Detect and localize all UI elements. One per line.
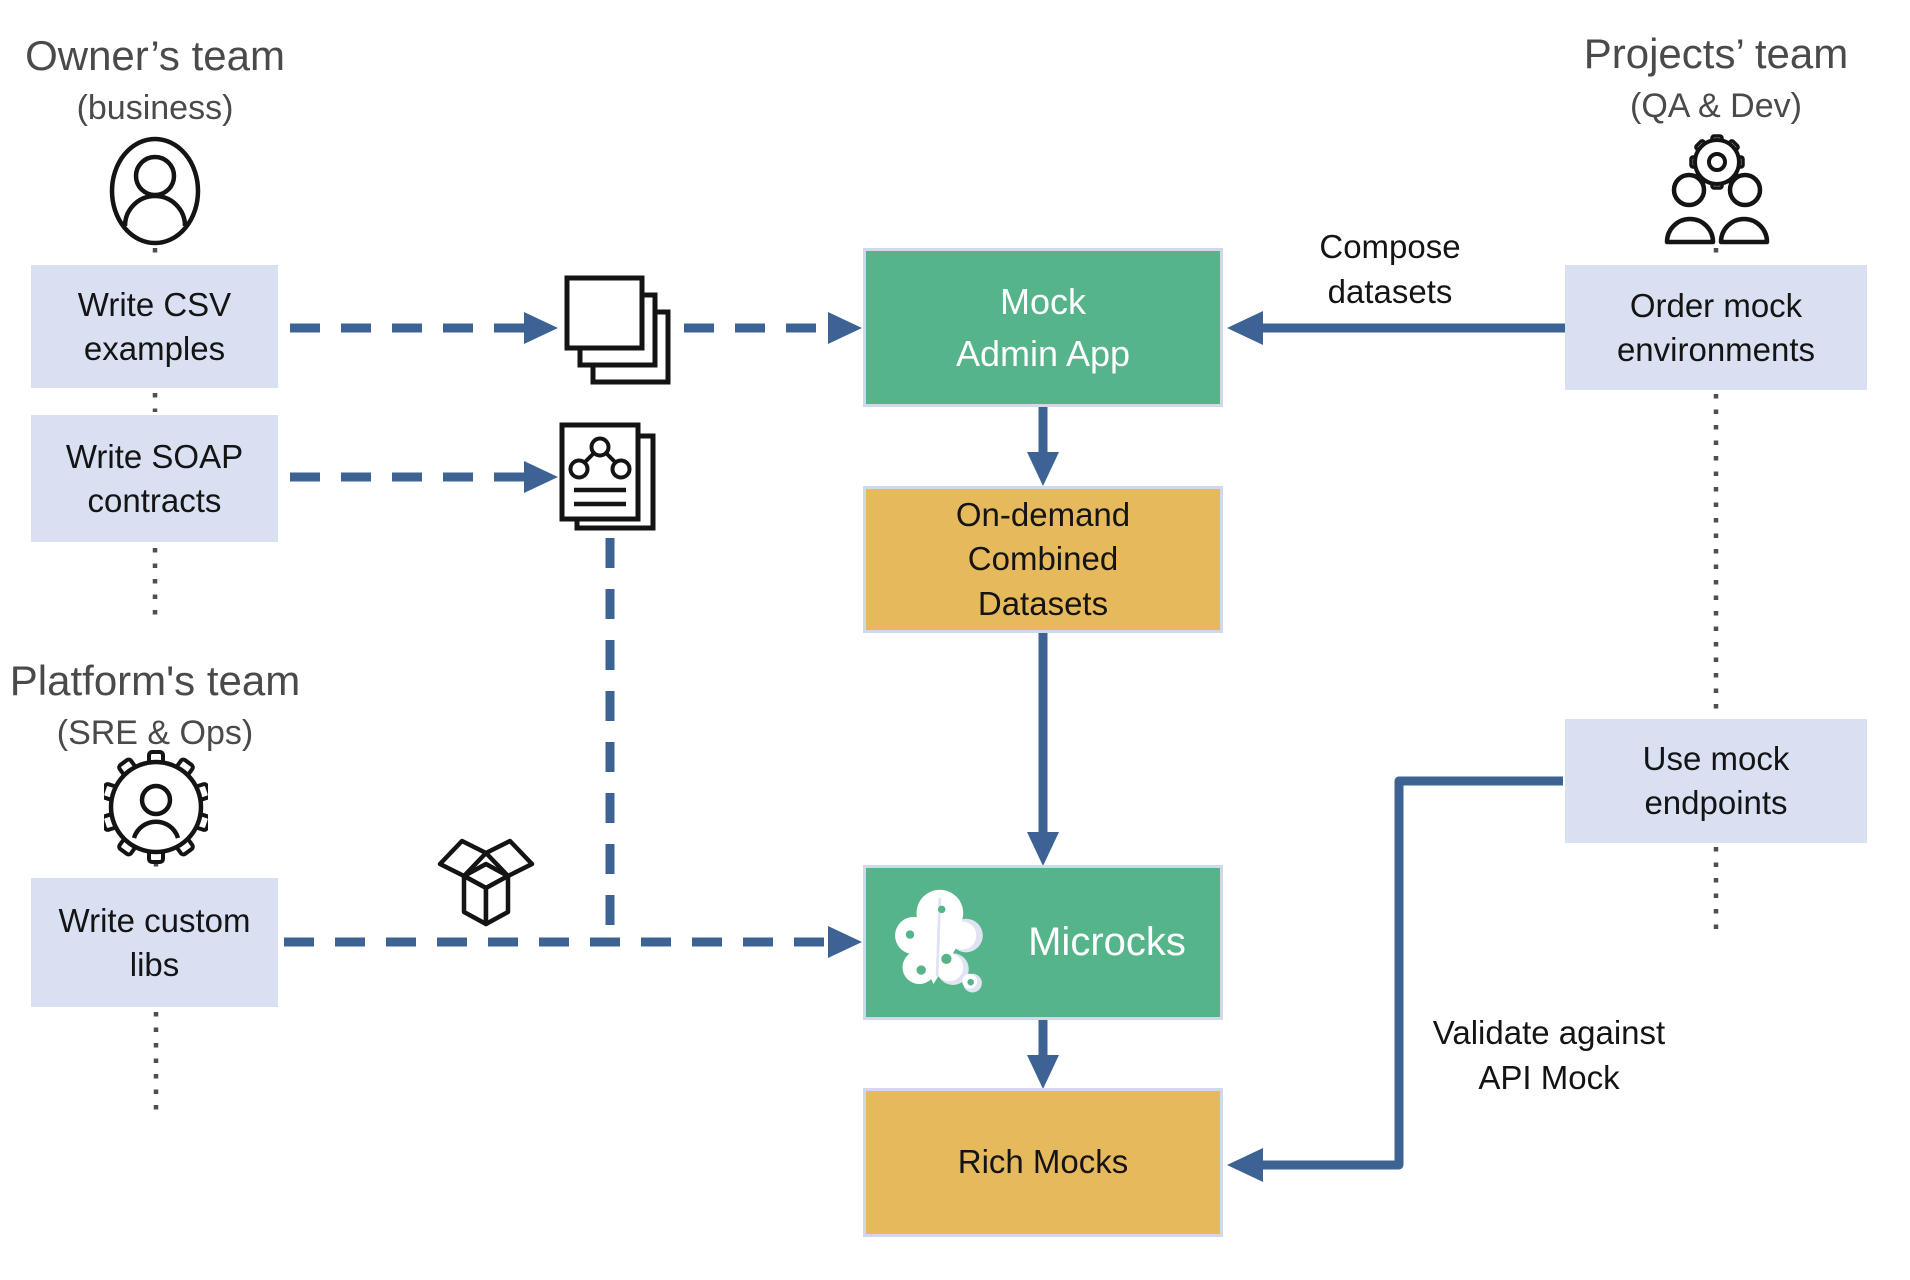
datasets-line1: On-demand — [955, 496, 1131, 534]
platform-team-subtitle: (SRE & Ops) — [56, 714, 254, 753]
system-rich-mocks: Rich Mocks — [863, 1088, 1223, 1237]
documents-icon — [564, 275, 671, 385]
task-order-environments: Order mock environments — [1565, 265, 1867, 390]
system-combined-datasets: On-demand Combined Datasets — [863, 486, 1223, 633]
microcks-label: Microcks — [1028, 920, 1186, 965]
contract-icon — [559, 422, 656, 531]
compose-line1: Compose — [1319, 228, 1461, 265]
dashed-flow-libs-to-microcks — [284, 926, 862, 958]
projects-team-heading: Projects’ team (QA & Dev) — [1561, 30, 1871, 127]
dashed-flow-soap-to-contract — [290, 461, 558, 493]
arrow-order-to-admin — [1227, 311, 1565, 345]
task-write-libs-label: Write custom libs — [58, 901, 251, 983]
projects-team-subtitle: (QA & Dev) — [1630, 87, 1802, 126]
task-write-csv: Write CSV examples — [31, 265, 278, 388]
platform-team-heading: Platform's team (SRE & Ops) — [0, 657, 310, 754]
arrow-endpoints-to-richmocks — [1227, 776, 1563, 1182]
annotation-validate-api-mock: Validate against API Mock — [1399, 1010, 1699, 1100]
owner-team-subtitle: (business) — [76, 89, 234, 128]
owner-team-heading: Owner’s team (business) — [0, 32, 310, 129]
validate-line2: API Mock — [1478, 1059, 1620, 1096]
system-microcks: Microcks — [863, 865, 1223, 1020]
gear-user-icon — [104, 750, 208, 864]
dotted-connectors — [152, 248, 1719, 1110]
annotation-compose-datasets: Compose datasets — [1240, 224, 1540, 314]
dashed-flow-csv-to-admin — [290, 312, 862, 344]
package-icon — [437, 838, 535, 927]
owner-team-title: Owner’s team — [25, 32, 285, 79]
projects-team-title: Projects’ team — [1583, 30, 1849, 77]
mock-admin-line2: Admin App — [955, 332, 1131, 374]
small-gear — [1689, 134, 1745, 190]
validate-line1: Validate against — [1432, 1014, 1666, 1051]
task-write-csv-label: Write CSV examples — [77, 285, 232, 367]
task-order-environments-label: Order mock environments — [1616, 286, 1816, 368]
mock-admin-line1: Mock — [999, 281, 1086, 323]
task-use-endpoints: Use mock endpoints — [1565, 719, 1867, 843]
arrow-datasets-to-microcks — [1027, 633, 1059, 866]
arrow-microcks-to-richmocks — [1027, 1020, 1059, 1089]
team-gear-icon — [1664, 134, 1770, 245]
task-write-soap-label: Write SOAP contracts — [65, 437, 244, 519]
user-icon — [109, 136, 201, 246]
rich-mocks-label: Rich Mocks — [957, 1143, 1129, 1181]
datasets-line2: Combined — [967, 540, 1119, 578]
task-use-endpoints-label: Use mock endpoints — [1642, 740, 1790, 821]
task-write-libs: Write custom libs — [31, 878, 278, 1007]
microcks-logo-icon — [895, 889, 983, 992]
arrow-admin-to-datasets — [1027, 407, 1059, 486]
task-write-soap: Write SOAP contracts — [31, 415, 278, 542]
system-mock-admin-app: Mock Admin App — [863, 248, 1223, 407]
platform-team-title: Platform's team — [9, 657, 301, 704]
compose-line2: datasets — [1327, 273, 1453, 310]
datasets-line3: Datasets — [977, 584, 1109, 622]
